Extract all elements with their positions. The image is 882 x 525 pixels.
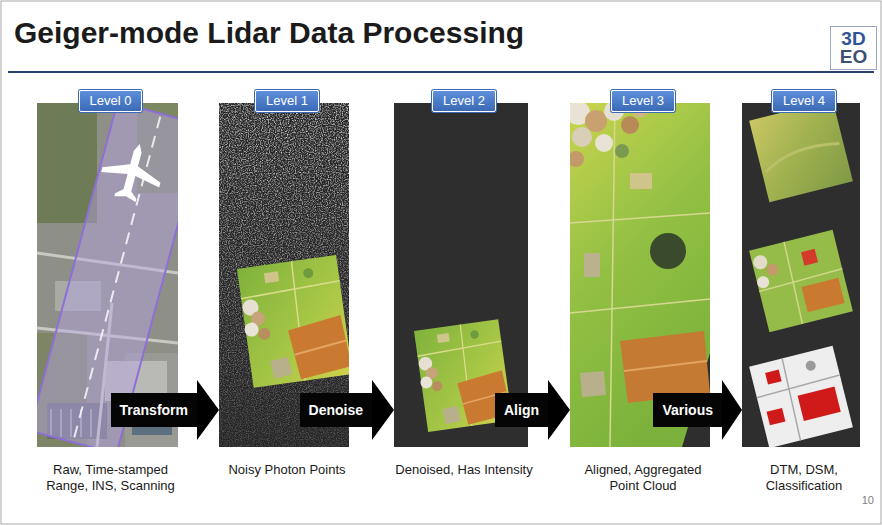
- slide-title: Geiger-mode Lidar Data Processing: [14, 15, 524, 51]
- level-badge: Level 0: [79, 90, 143, 112]
- aggregated-point-cloud-part: [572, 127, 592, 147]
- aggregated-point-cloud-part: [585, 110, 607, 132]
- arrow-label: Various: [653, 393, 722, 427]
- arrow-label-holder: Denoise: [300, 393, 372, 427]
- arrow-label-holder: Transform: [111, 393, 197, 427]
- aerial-photo-part: [96, 136, 169, 207]
- aggregated-point-cloud-part: [615, 144, 629, 158]
- derived-products-part-part: [749, 230, 853, 332]
- logo-text-holder: 3D: [831, 29, 876, 49]
- aggregated-point-cloud-part: [570, 151, 584, 167]
- level-panel: Level 2 Denoised, Has Intensity: [394, 90, 534, 498]
- derived-products-part-part: [801, 249, 818, 266]
- level-badge: Level 4: [772, 90, 836, 112]
- page-number: 10: [862, 494, 874, 507]
- derived-products-part-part: [765, 370, 781, 385]
- arrow-label: Transform: [111, 393, 197, 427]
- level-caption: Raw, Time-stamped Range, INS, Scanning: [37, 462, 184, 494]
- aggregated-point-cloud-part: [580, 371, 606, 397]
- derived-products-part: [749, 230, 853, 332]
- level-caption: Aligned, Aggregated Point Cloud: [570, 462, 716, 494]
- aggregated-point-cloud-part: [630, 173, 652, 189]
- derived-products-part-part: [767, 408, 786, 425]
- aggregated-point-cloud-part: [595, 134, 613, 152]
- logo-text: EO: [840, 47, 867, 66]
- level-caption: Noisy Photon Points: [219, 462, 355, 478]
- level-badge: Level 3: [611, 90, 675, 112]
- aerial-photo-part: [74, 117, 160, 440]
- arrow-label-holder: Various: [653, 393, 722, 427]
- badge-row: Level 4: [742, 90, 866, 462]
- derived-products-part: [749, 103, 853, 202]
- noisy-point-cloud-part: [236, 255, 349, 388]
- aerial-photo: [37, 103, 178, 447]
- derived-products-part-part: [749, 230, 853, 332]
- level-badge: Level 2: [432, 90, 496, 112]
- aerial-photo-part: [37, 103, 97, 223]
- level-panel: Level 3 Aligned, Aggregated Point Cloud: [570, 90, 716, 498]
- level-panel: Level 4 DTM, DSM, Classification: [742, 90, 866, 498]
- slide-title-holder: Geiger-mode Lidar Data Processing: [14, 15, 524, 51]
- logo-text-holder: EO: [831, 47, 876, 67]
- arrow-label: Align: [495, 393, 548, 427]
- derived-products-part-part: [801, 278, 844, 312]
- derived-products-part-part: [749, 346, 853, 447]
- logo-text: 3D: [841, 29, 865, 48]
- aggregated-point-cloud-part: [624, 361, 707, 371]
- aggregated-point-cloud-part: [584, 253, 600, 277]
- derived-products-part-part: [765, 262, 780, 277]
- derived-products: [742, 103, 860, 447]
- derived-products-part-part: [763, 140, 842, 172]
- derived-products-part-part: [749, 103, 853, 202]
- aerial-photo-part: [37, 103, 178, 447]
- aggregated-point-cloud-part: [621, 116, 639, 134]
- level-caption: DTM, DSM, Classification: [742, 462, 866, 494]
- derived-products-part-part: [798, 387, 841, 421]
- level-badge: Level 1: [255, 90, 319, 112]
- derived-products-part-part: [805, 360, 817, 372]
- level-caption: Denoised, Has Intensity: [394, 462, 534, 478]
- derived-products-part: [749, 346, 853, 447]
- title-rule: [8, 71, 874, 73]
- level-panel: Level 0 Raw, Time-stamped Range, INS, Sca…: [37, 90, 184, 498]
- derived-products-part-part: [756, 275, 771, 290]
- arrow-label: Denoise: [300, 393, 372, 427]
- page-number-holder: 10: [840, 490, 874, 508]
- derived-products-part-part: [749, 346, 853, 447]
- arrow-label-holder: Align: [495, 393, 548, 427]
- derived-products-part-part: [752, 254, 769, 271]
- aggregated-point-cloud-part: [650, 233, 686, 269]
